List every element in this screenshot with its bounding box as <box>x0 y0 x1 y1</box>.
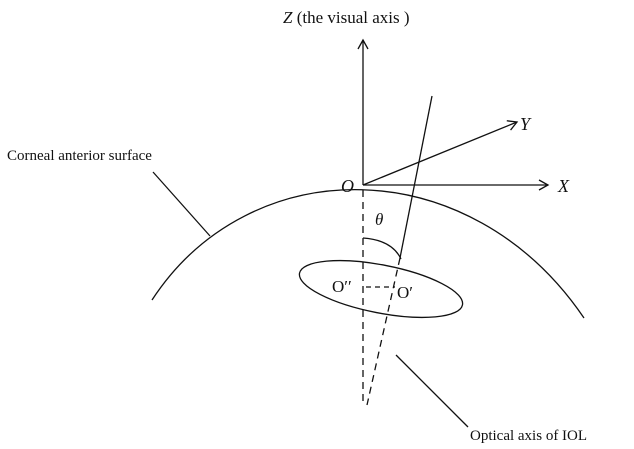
theta-label: θ <box>375 210 383 229</box>
o-prime-label: O′ <box>397 283 413 302</box>
optical-axis-dashed <box>366 257 401 406</box>
iol-ellipse <box>298 259 464 319</box>
origin-label: O <box>341 176 354 196</box>
optical-axis-label: Optical axis of IOL <box>470 428 587 444</box>
z-axis-label: Z (the visual axis ) <box>283 8 410 27</box>
cornea-leader-line <box>152 171 211 237</box>
theta-angle-arc <box>362 237 402 260</box>
x-axis-label: X <box>557 176 570 196</box>
y-axis-label: Y <box>520 114 532 134</box>
optical-axis-leader-line <box>395 354 469 428</box>
cornea-label: Corneal anterior surface <box>7 148 152 164</box>
corneal-surface-curve <box>151 189 585 319</box>
optical-axis-solid <box>399 95 433 259</box>
y-axis-line <box>362 120 519 186</box>
o-double-prime-label: O′′ <box>332 277 352 296</box>
